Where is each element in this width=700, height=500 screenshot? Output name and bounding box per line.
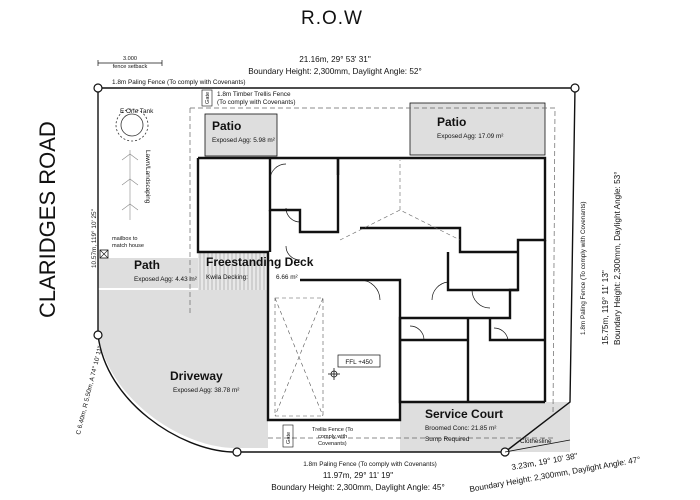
ffl-label: FFL +450	[345, 359, 373, 366]
roof-lines	[339, 160, 461, 241]
patio-left-sub: Exposed Agg: 5.98 m²	[212, 137, 275, 144]
patio-left-area	[204, 113, 278, 157]
garage-cross	[274, 297, 324, 417]
fence-setback-label: fence setback	[113, 64, 148, 70]
top-boundary-dim: 21.16m, 29° 53' 31"	[299, 55, 371, 64]
driveway-sub: Exposed Agg: 38.78 m²	[173, 387, 239, 394]
trellis-bottom-line3: Covenants)	[318, 441, 347, 447]
mailbox-line1: mailbox to	[112, 236, 138, 242]
patio-left-title: Patio	[212, 119, 241, 133]
bottom-boundary-height: Boundary Height: 2,300mm, Daylight Angle…	[271, 483, 445, 492]
clothesline-line	[504, 439, 571, 453]
trellis-top-line2: (To comply with Covenants)	[217, 99, 296, 106]
service-court-area	[400, 402, 570, 452]
bottom-gate-label: Gate	[286, 432, 292, 444]
landscaping-label: Lawn/Landscaping	[144, 150, 151, 204]
left-boundary-dim: 10.57m, 119° 10' 25"	[90, 209, 98, 268]
patio-right-area	[409, 102, 546, 156]
right-boundary-dim: 15.75m, 119° 11' 13"	[601, 270, 610, 345]
clothesline-label: Clothesline	[520, 438, 552, 445]
mailbox-icon-cross2	[99, 249, 109, 259]
bottom-gate	[282, 424, 294, 448]
path-area	[98, 258, 198, 288]
patio-right-sub: Exposed Agg: 17.09 m²	[437, 133, 503, 140]
setback-line	[189, 107, 556, 439]
trellis-bottom-line2: comply with	[318, 434, 347, 440]
tank-label: E One Tank	[120, 108, 154, 115]
trellis-top-line1: 1.8m Timber Trellis Fence	[217, 91, 291, 98]
service-court-title: Service Court	[425, 407, 503, 421]
patio-right-title: Patio	[437, 115, 466, 129]
right-fence-label: 1.8m Paling Fence (To comply with Covena…	[580, 201, 587, 335]
driveway-title: Driveway	[170, 369, 223, 383]
ffl-marker-icon	[328, 368, 340, 380]
deck-title: Freestanding Deck	[206, 255, 314, 269]
sump-label: Sump Required	[425, 436, 470, 443]
landscaping-shrubs	[121, 150, 139, 220]
deck-area-value: 6.66 m²	[276, 274, 298, 281]
top-boundary-height: Boundary Height: 2,300mm, Daylight Angle…	[248, 67, 422, 76]
mailbox-line2: match house	[112, 243, 144, 249]
path-sub: Exposed Agg: 4.43 m²	[134, 276, 197, 283]
right-boundary-height: Boundary Height: 2,300mm, Daylight Angle…	[613, 172, 622, 346]
ffl-box	[337, 354, 381, 368]
top-fence-label: 1.8m Paling Fence (To comply with Covena…	[112, 79, 246, 86]
top-gate	[201, 89, 213, 107]
deck-sub: Kwila Decking:	[206, 274, 248, 281]
property-boundary	[97, 87, 576, 453]
bottom-fence-label: 1.8m Paling Fence (To comply with Covena…	[303, 461, 437, 468]
top-gate-label: Gate	[205, 92, 211, 104]
tank-symbol	[115, 108, 149, 142]
deck-hatching	[199, 252, 265, 290]
driveway-area	[98, 290, 268, 448]
deck-area	[198, 252, 268, 290]
curve-boundary-dim: C 6.40m, R 5.50m, A 74° 10' 11"	[74, 345, 104, 435]
fence-setback-value: 3.000	[123, 56, 137, 62]
path-title: Path	[134, 258, 160, 272]
fence-setback-dim	[97, 60, 163, 66]
trellis-bottom-line1: Trellis Fence (To	[312, 427, 353, 433]
door-swings	[269, 163, 509, 341]
bottom-boundary-dim: 11.97m, 29° 11' 19"	[323, 471, 393, 480]
service-court-sub: Broomed Conc: 21.85 m²	[425, 425, 496, 432]
house-walls	[196, 156, 547, 422]
row-title: R.O.W	[301, 8, 363, 29]
claridges-road-label: CLARIDGES ROAD	[35, 121, 60, 318]
